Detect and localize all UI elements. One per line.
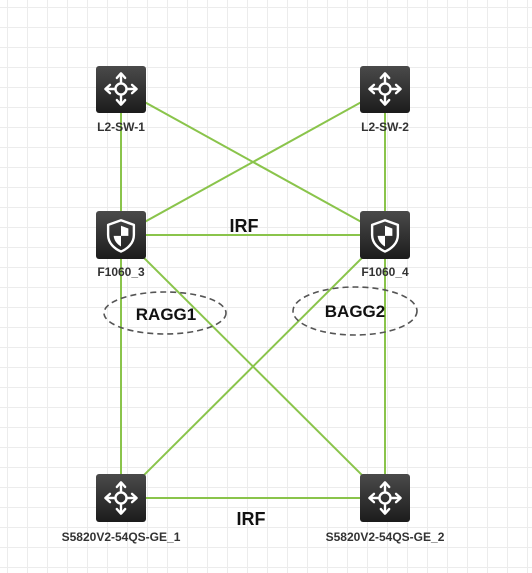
device-label-f1060-4: F1060_4 xyxy=(361,265,409,279)
group-label-ragg1: RAGG1 xyxy=(136,305,196,324)
device-f1060-3[interactable]: F1060_3 xyxy=(96,211,146,279)
link-l2_sw_2-fw_3 xyxy=(120,88,386,236)
device-label-s5820v2-1: S5820V2-54QS-GE_1 xyxy=(62,530,181,544)
device-label-l2-sw-2: L2-SW-2 xyxy=(361,120,409,134)
device-label-l2-sw-1: L2-SW-1 xyxy=(97,120,145,134)
device-label-f1060-3: F1060_3 xyxy=(97,265,145,279)
device-f1060-4[interactable]: F1060_4 xyxy=(360,211,410,279)
link-label-firewall-irf: IRF xyxy=(230,216,259,236)
device-l2-sw-1[interactable]: L2-SW-1 xyxy=(96,66,146,134)
group-ragg1: RAGG1 xyxy=(103,291,227,335)
links-layer xyxy=(120,88,386,499)
link-label-switch-irf: IRF xyxy=(237,509,266,529)
device-label-s5820v2-2: S5820V2-54QS-GE_2 xyxy=(326,530,445,544)
group-label-bagg2: BAGG2 xyxy=(325,302,385,321)
device-s5820v2-1[interactable]: S5820V2-54QS-GE_1 xyxy=(62,474,181,544)
device-l2-sw-2[interactable]: L2-SW-2 xyxy=(360,66,410,134)
link-fw_4-sw_1 xyxy=(120,234,386,499)
group-bagg2: BAGG2 xyxy=(292,286,418,336)
device-s5820v2-2[interactable]: S5820V2-54QS-GE_2 xyxy=(326,474,445,544)
